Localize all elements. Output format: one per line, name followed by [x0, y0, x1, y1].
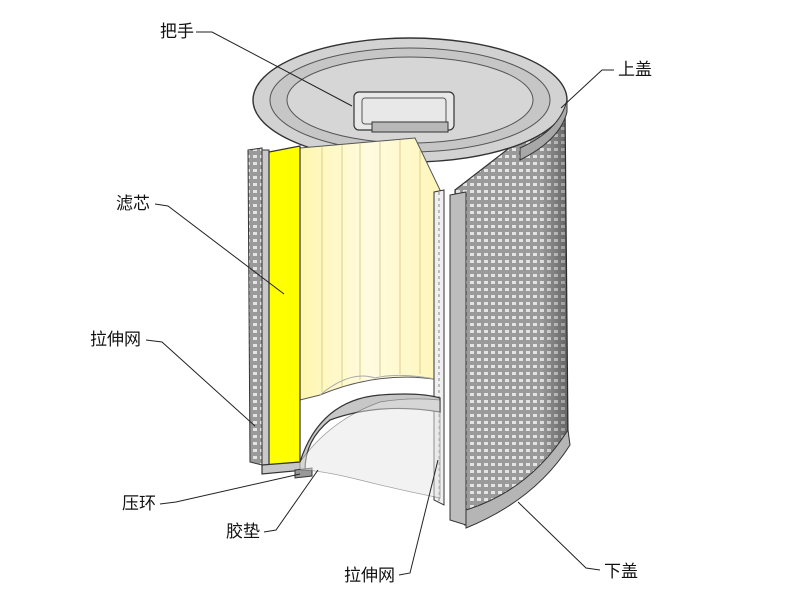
label-stretch-mesh-left: 拉伸网: [90, 330, 141, 350]
leader-handle: [196, 31, 353, 107]
left-wall-frame: [247, 147, 270, 466]
outer-mesh-body: [449, 103, 569, 526]
label-stretch-mesh-bottom: 拉伸网: [344, 566, 395, 586]
filter-core: [268, 145, 301, 467]
leader-filter-core: [154, 203, 285, 295]
leader-bottom-cover: [517, 501, 601, 571]
leader-gasket: [263, 469, 319, 533]
label-press-ring: 压环: [122, 494, 156, 514]
bottom-cover: [465, 428, 571, 529]
label-filter-core: 滤芯: [116, 194, 150, 214]
label-handle: 把手: [160, 22, 194, 42]
pleated-filter-interior: [299, 137, 441, 401]
label-gasket: 胶垫: [226, 522, 260, 542]
label-bottom-cover: 下盖: [604, 562, 638, 582]
bottom-plate: [299, 398, 441, 499]
handle: [353, 91, 455, 133]
leader-top-cover: [560, 69, 614, 109]
leader-press-ring: [159, 473, 301, 505]
leader-lines: [145, 31, 614, 576]
leader-stretch-mesh-left: [145, 339, 256, 427]
label-top-cover: 上盖: [618, 60, 652, 80]
leader-stretch-mesh-bottom: [398, 459, 439, 576]
